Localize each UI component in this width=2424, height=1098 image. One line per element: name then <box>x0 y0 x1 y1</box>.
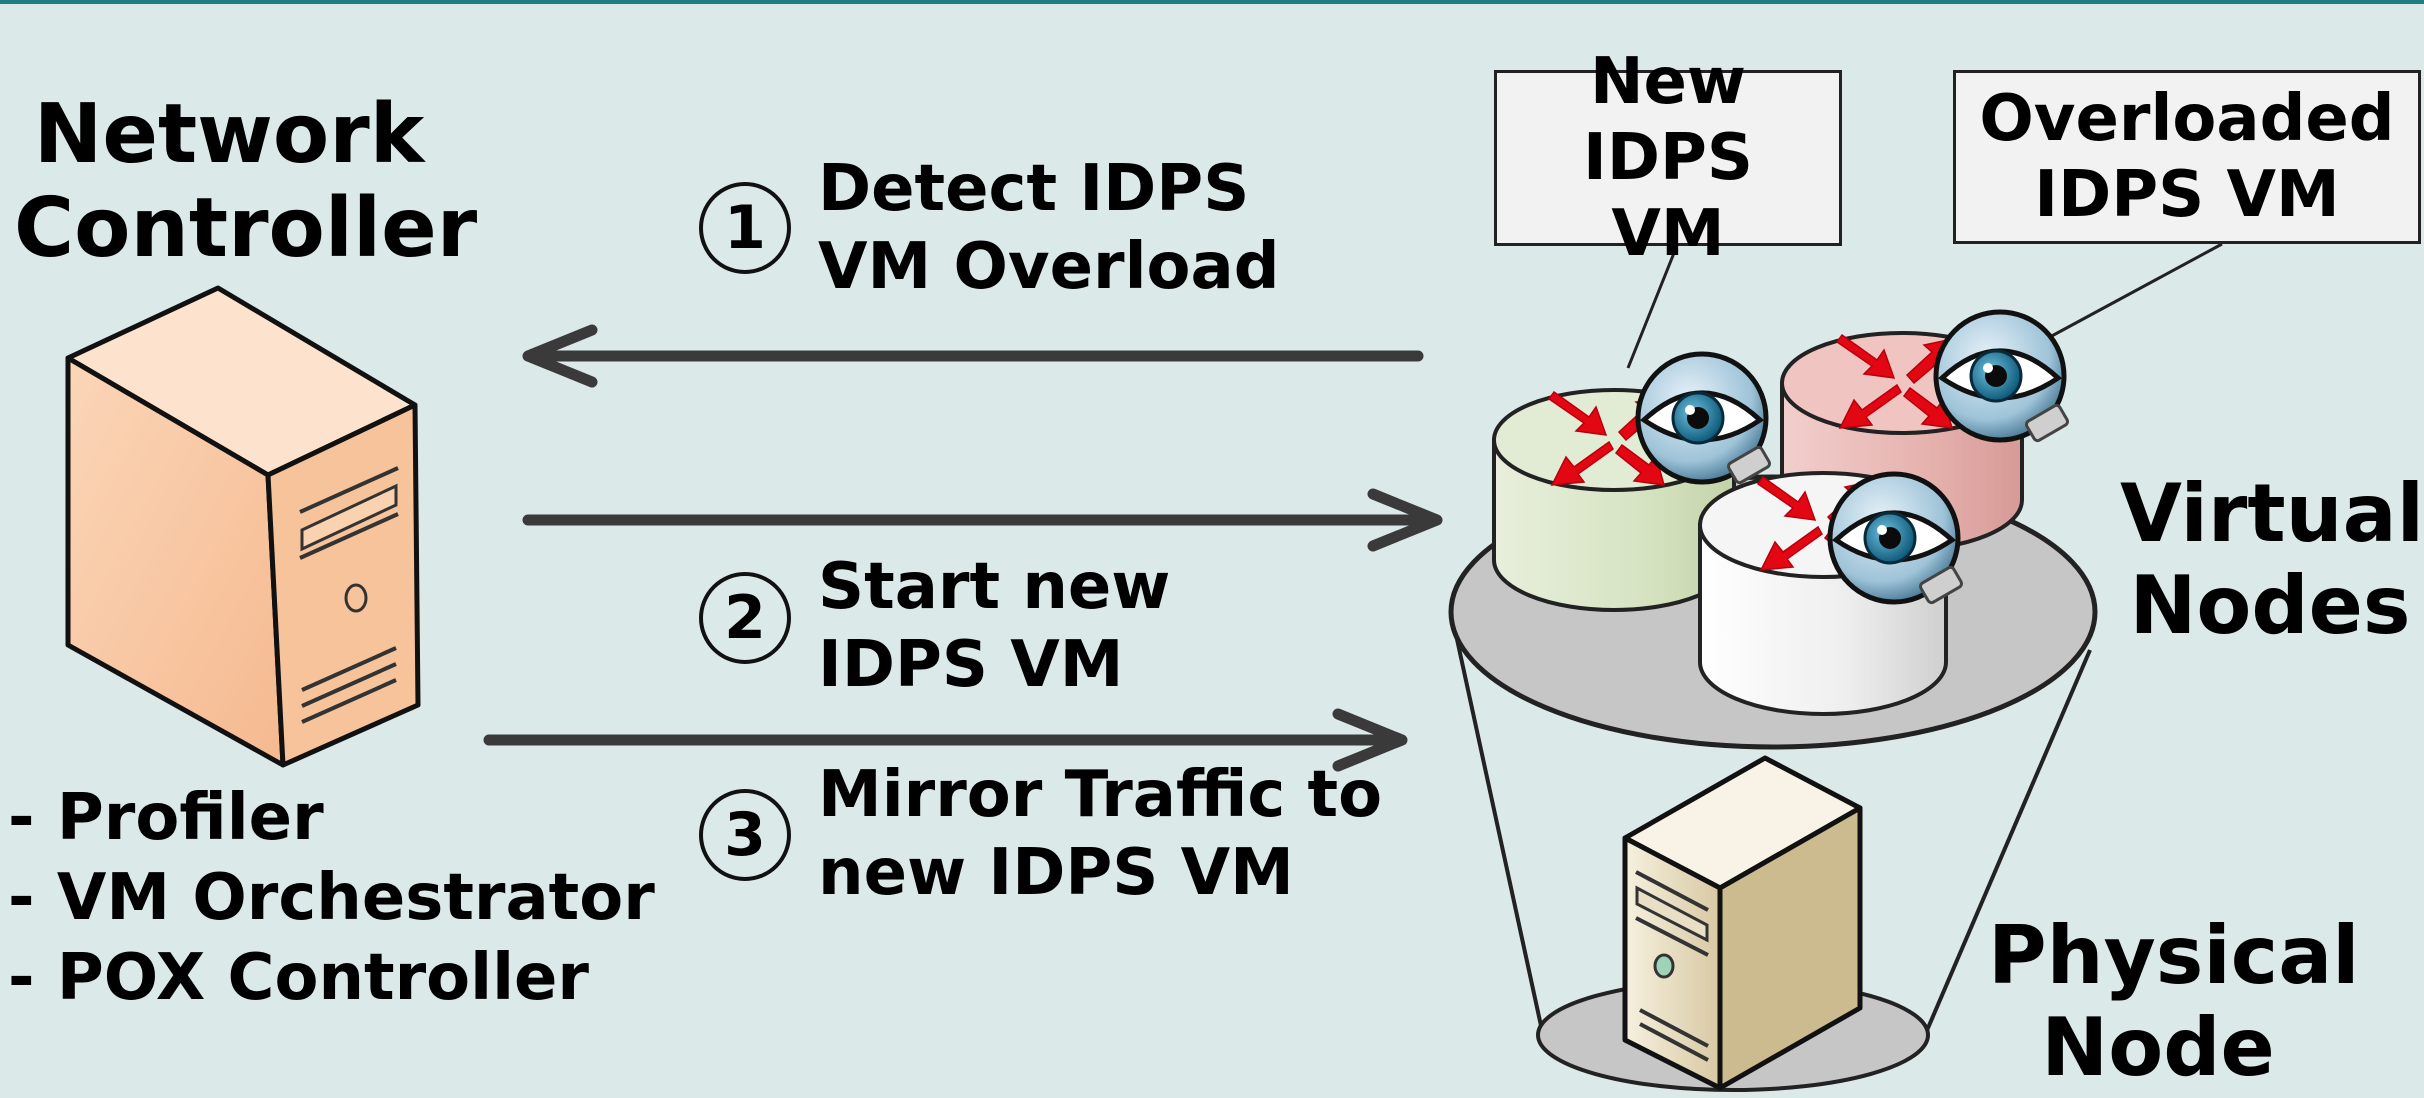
component-vm-orchestrator: - VM Orchestrator <box>8 861 655 935</box>
network-controller-server-icon <box>65 285 421 768</box>
step-1-label: Detect IDPS VM Overload <box>818 150 1280 306</box>
idps-eye-icon <box>1936 312 2069 442</box>
physical-server-icon <box>1622 755 1863 1091</box>
callout-overloaded-vm-leader <box>2047 242 2223 340</box>
step-2-badge-icon <box>699 572 791 664</box>
step-3-badge-icon <box>699 789 791 881</box>
virtual-nodes-label: Virtual Nodes <box>2120 467 2424 652</box>
controller-title: Network Controller <box>14 87 478 276</box>
step-3-label: Mirror Traffic to new IDPS VM <box>818 756 1382 912</box>
step-3-line2: new IDPS VM <box>818 836 1294 910</box>
step-2-label: Start new IDPS VM <box>818 548 1170 704</box>
virtualization-projection-lines <box>1453 629 2092 1036</box>
step-2-number: 2 <box>724 583 766 653</box>
idps-eye-icon <box>1830 474 1963 604</box>
step-2-line1: Start new <box>818 550 1171 624</box>
controller-component-list: - Profiler - VM Orchestrator - POX Contr… <box>8 778 655 1018</box>
physical-node-line2: Node <box>2041 1001 2275 1094</box>
controller-title-line1: Network <box>33 87 425 182</box>
virtual-nodes-line2: Nodes <box>2129 559 2411 652</box>
callout-new-vm-line2: VM <box>1611 197 1725 271</box>
idps-eye-icon <box>1638 354 1771 484</box>
component-profiler: - Profiler <box>8 781 324 855</box>
physical-node-label: Physical Node <box>1988 909 2360 1094</box>
arrow-mirror-traffic <box>483 708 1408 772</box>
arrow-detect-overload <box>522 324 1424 388</box>
callout-overloaded-vm-line1: Overloaded <box>1979 82 2395 156</box>
physical-node-line1: Physical <box>1988 909 2360 1002</box>
callout-new-idps-vm: New IDPS VM <box>1494 45 1842 271</box>
step-3-number: 3 <box>724 800 766 870</box>
callout-new-vm-leader <box>1626 247 1678 369</box>
step-1-number: 1 <box>724 193 766 263</box>
step-3-line1: Mirror Traffic to <box>818 758 1383 832</box>
step-2-line2: IDPS VM <box>818 628 1124 702</box>
callout-new-vm-line1: New IDPS <box>1583 45 1753 195</box>
step-1-line1: Detect IDPS <box>818 152 1250 226</box>
callout-overloaded-idps-vm: Overloaded IDPS VM <box>1953 70 2421 244</box>
top-accent-rule <box>0 0 2424 4</box>
step-1-line2: VM Overload <box>818 230 1280 304</box>
callout-overloaded-vm-line2: IDPS VM <box>2034 158 2340 232</box>
arrow-start-vm <box>522 488 1443 552</box>
controller-title-line2: Controller <box>14 181 478 276</box>
step-1-badge-icon <box>699 182 791 274</box>
component-pox-controller: - POX Controller <box>8 941 589 1015</box>
virtual-nodes-line1: Virtual <box>2120 467 2424 560</box>
